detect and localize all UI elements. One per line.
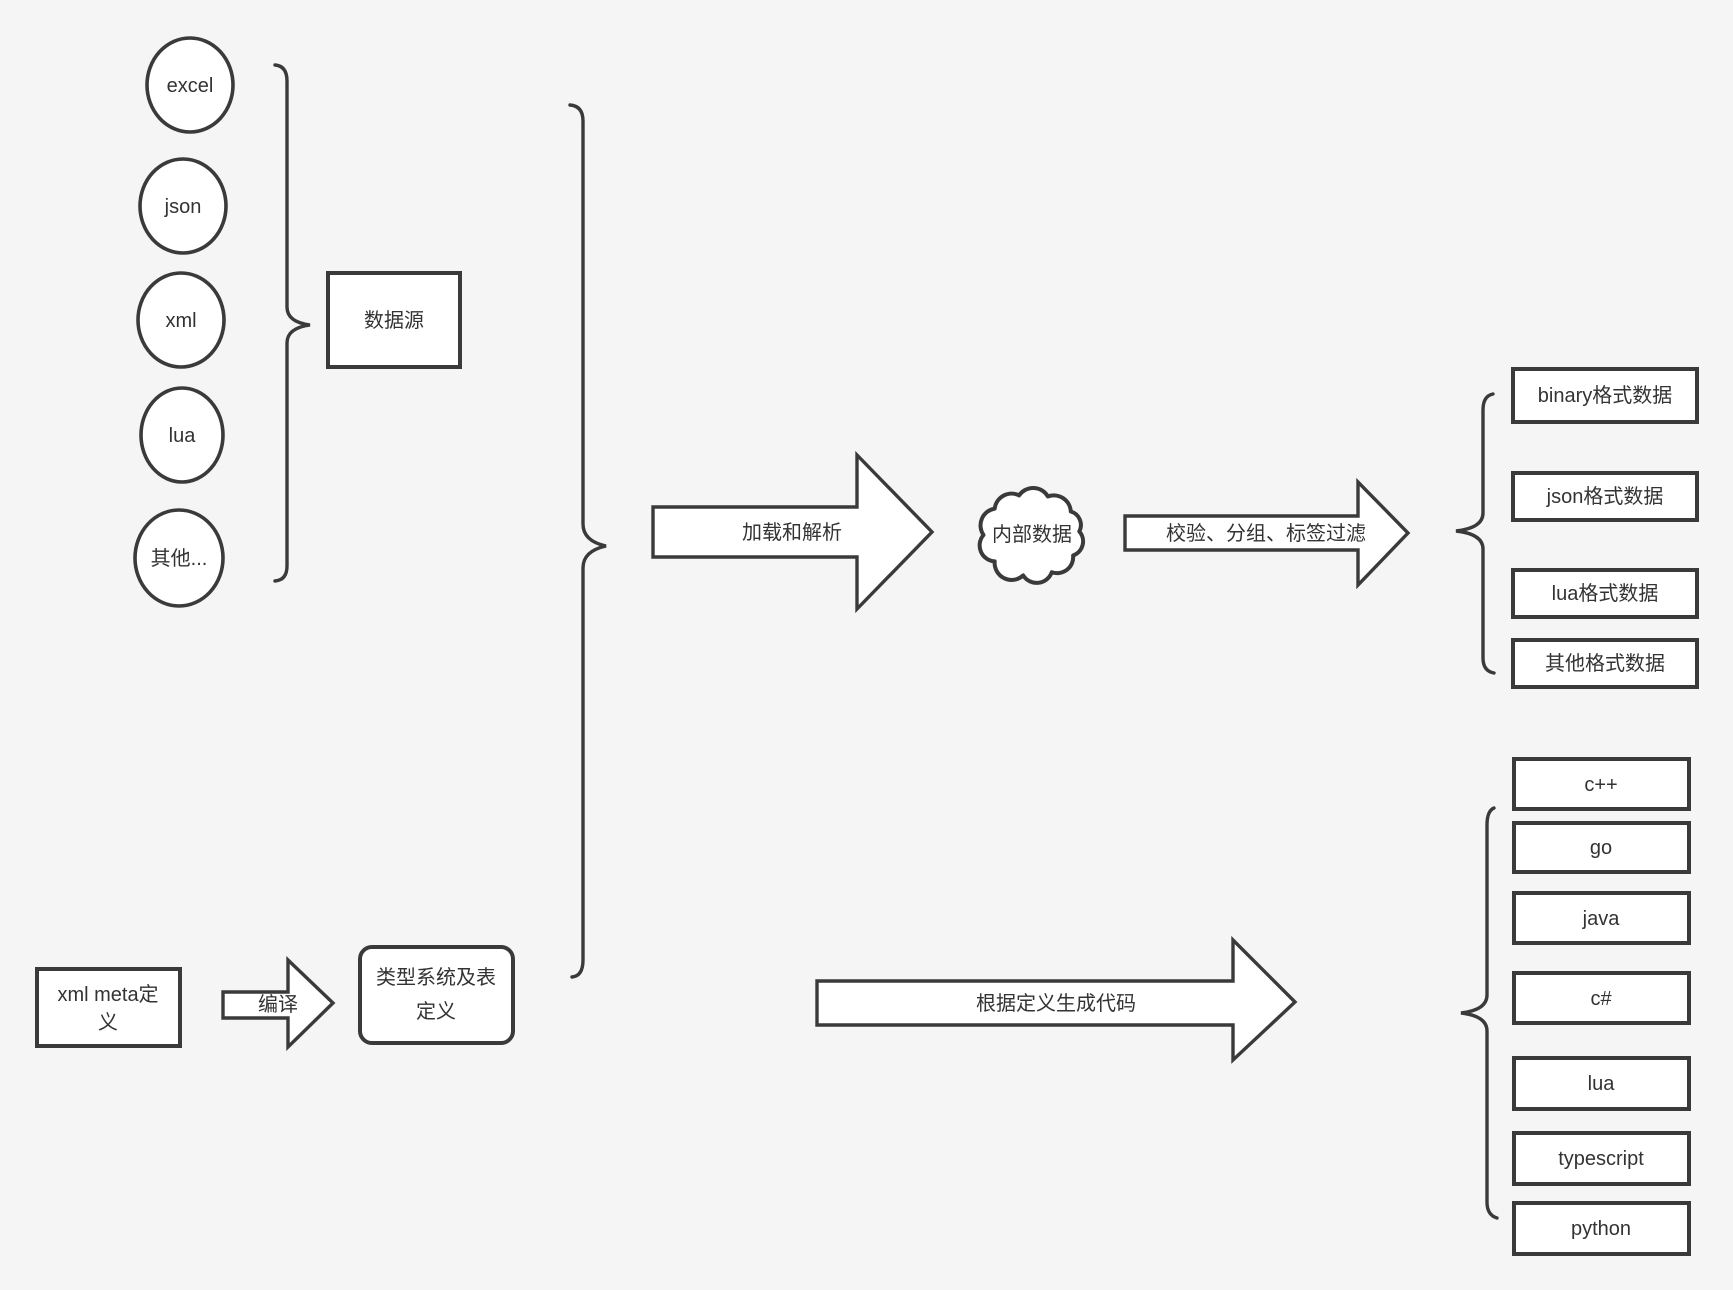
language-box-typescript: typescript <box>1512 1131 1691 1186</box>
other-format-rect <box>1511 638 1699 689</box>
go-rect <box>1512 821 1691 874</box>
cloud-shape <box>977 485 1086 585</box>
filter-arrow: 校验、分组、标签过滤 <box>1123 477 1411 590</box>
csharp-rect <box>1512 971 1691 1025</box>
python-rect <box>1512 1201 1691 1256</box>
lua-format-label: lua格式数据 <box>1552 582 1659 605</box>
xml-meta-rect <box>35 967 182 1048</box>
lua-ellipse <box>139 386 225 484</box>
type-system-label-line1: 类型系统及表 <box>376 966 496 989</box>
excel-label: excel <box>167 75 214 97</box>
source-node-excel: excel <box>145 36 235 134</box>
python-label: python <box>1571 1218 1631 1240</box>
excel-ellipse <box>145 36 235 134</box>
lua-lang-label: lua <box>1588 1073 1616 1095</box>
binary-format-label: binary格式数据 <box>1538 384 1672 407</box>
filter-arrow-label: 校验、分组、标签过滤 <box>1166 522 1366 545</box>
typescript-rect <box>1512 1131 1691 1186</box>
cpp-label: c++ <box>1584 774 1617 796</box>
load-parse-arrow-shape <box>651 450 935 614</box>
type-system-rect <box>358 945 515 1045</box>
compile-arrow: 编译 <box>221 956 336 1052</box>
json-ellipse <box>138 157 228 255</box>
source-node-lua: lua <box>139 386 225 484</box>
type-system-label-line2: 定义 <box>416 1000 456 1023</box>
main-group-brace <box>568 103 607 979</box>
other-label: 其他... <box>151 547 208 570</box>
java-label: java <box>1582 908 1621 930</box>
json-format-label: json格式数据 <box>1546 485 1664 508</box>
compile-arrow-label: 编译 <box>258 993 298 1016</box>
lua-label: lua <box>169 425 197 447</box>
format-box-other: 其他格式数据 <box>1511 638 1699 689</box>
internal-data-cloud: 内部数据 <box>977 485 1086 585</box>
filter-arrow-shape <box>1123 477 1411 590</box>
language-box-csharp: c# <box>1512 971 1691 1025</box>
xml-ellipse <box>136 271 226 369</box>
format-box-json: json格式数据 <box>1511 471 1699 522</box>
language-box-java: java <box>1512 891 1691 945</box>
format-box-lua: lua格式数据 <box>1511 568 1699 619</box>
data-source-label: 数据源 <box>364 309 424 332</box>
java-rect <box>1512 891 1691 945</box>
source-node-other: 其他... <box>133 508 225 608</box>
source-nodes: excel json xml lua 其他... <box>133 36 235 608</box>
source-node-xml: xml <box>136 271 226 369</box>
go-label: go <box>1590 837 1612 859</box>
load-parse-arrow: 加载和解析 <box>651 450 935 614</box>
xml-meta-label-line1: xml meta定 <box>57 983 158 1006</box>
cpp-rect <box>1512 757 1691 811</box>
data-source-box: 数据源 <box>326 271 462 369</box>
languages-brace <box>1460 806 1499 1220</box>
csharp-label: c# <box>1590 988 1612 1010</box>
xml-meta-box: xml meta定 义 <box>35 967 182 1048</box>
format-box-binary: binary格式数据 <box>1511 367 1699 424</box>
type-system-box: 类型系统及表 定义 <box>358 945 515 1045</box>
language-box-lua: lua <box>1512 1056 1691 1111</box>
codegen-arrow: 根据定义生成代码 <box>815 935 1298 1064</box>
source-node-json: json <box>138 157 228 255</box>
output-formats-brace <box>1455 392 1496 675</box>
json-format-rect <box>1511 471 1699 522</box>
other-ellipse <box>133 508 225 608</box>
language-box-go: go <box>1512 821 1691 874</box>
internal-data-label: 内部数据 <box>992 523 1072 546</box>
language-box-cpp: c++ <box>1512 757 1691 811</box>
codegen-arrow-shape <box>815 935 1298 1064</box>
compile-arrow-shape <box>221 956 336 1052</box>
json-label: json <box>164 196 202 218</box>
typescript-label: typescript <box>1558 1148 1644 1170</box>
sources-group-brace <box>273 63 311 583</box>
data-source-rect <box>326 271 462 369</box>
codegen-arrow-label: 根据定义生成代码 <box>976 992 1136 1015</box>
lua-lang-rect <box>1512 1056 1691 1111</box>
other-format-label: 其他格式数据 <box>1545 652 1665 675</box>
binary-format-rect <box>1511 367 1699 424</box>
language-box-python: python <box>1512 1201 1691 1256</box>
lua-format-rect <box>1511 568 1699 619</box>
load-parse-arrow-label: 加载和解析 <box>742 521 842 544</box>
xml-meta-label-line2: 义 <box>98 1011 118 1034</box>
output-format-boxes: binary格式数据 json格式数据 lua格式数据 其他格式数据 <box>1511 367 1699 689</box>
xml-label: xml <box>165 310 196 332</box>
language-boxes: c++ go java c# lua typescript python <box>1512 757 1691 1256</box>
